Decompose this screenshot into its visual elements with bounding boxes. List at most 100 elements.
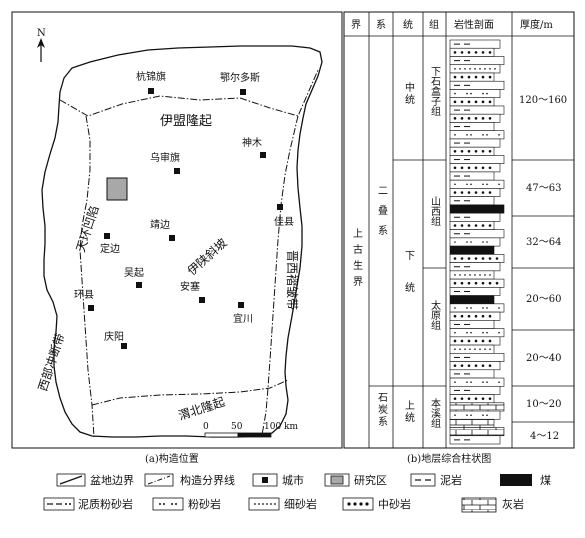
litho-mark [474,348,476,350]
svg-text:研究区: 研究区 [354,473,387,487]
litho-mark [453,339,457,343]
col-xi-shitan: 石炭系 [376,392,388,428]
litho-mark [467,314,471,318]
litho-mark [486,307,488,309]
litho-mark [488,339,492,343]
litho-layer [449,237,501,247]
litho-layer [449,221,495,230]
litho-mark [470,241,472,243]
city-label-wushenqi: 乌审旗 [150,151,180,164]
litho-mark [470,134,472,136]
legend-study-area: 研究区 [324,473,387,487]
city-label-eerduosi: 鄂尔多斯 [220,71,260,84]
litho-mark [474,364,478,367]
scale-tick-50: 50 [231,422,243,432]
litho-mark [467,166,471,170]
litho-mark [474,68,476,70]
litho-mark [466,92,468,95]
litho-mark [453,314,457,318]
litho-mark [453,257,457,260]
litho-mark [454,381,456,383]
litho-mark [460,191,464,194]
city-marker-jiaxian [277,204,283,210]
city-marker-eerduosi [240,89,246,95]
svg-text:泥质粉砂岩: 泥质粉砂岩 [78,497,133,511]
litho-mark [453,281,457,285]
city-marker-shenmu [260,152,266,158]
litho-mark [474,257,478,260]
litho-mark [488,257,492,260]
litho-mark [474,224,478,227]
litho-mark [467,281,471,285]
litho-mark [469,68,471,70]
litho-mark [466,134,468,136]
litho-mark [481,397,485,400]
litho-layer [449,410,501,420]
city-marker-wuqi [136,282,142,288]
litho-mark [474,166,478,170]
litho-mark [484,274,486,276]
litho-mark [470,331,472,334]
litho-mark [467,339,471,343]
litho-mark [494,68,496,70]
city-label-dingbian: 定边 [100,242,120,255]
litho-mark [486,92,488,95]
litho-mark [460,75,464,79]
header-xi: 系 [376,19,386,31]
svg-text:细砂岩: 细砂岩 [284,497,317,511]
litho-layer [449,295,495,305]
litho-mark [484,348,486,350]
city-marker-hangjinqi [148,88,154,94]
litho-layer [449,344,495,354]
legend-mudstone: 泥岩 [410,473,462,487]
region-xibu: 西部冲断带 [35,331,68,393]
litho-mark [474,51,478,54]
litho-mark [481,257,485,260]
thickness-1: 120～160 [519,95,567,106]
litho-mark [467,191,471,194]
litho-mark [459,348,461,350]
litho-mark [486,183,488,186]
litho-mark [498,331,500,334]
col-zu-benxi: 本溪组 [429,397,441,428]
litho-mark [460,51,464,54]
litho-mark [482,414,484,416]
litho-mark [469,274,471,276]
litho-layer [449,245,495,255]
litho-mark [469,348,471,350]
litho-mark [479,348,481,350]
city-label-huanxian: 环县 [74,289,94,301]
scale-tick-100: 100 km [264,422,298,432]
legend-fine-sandstone: 细砂岩 [248,497,317,511]
city-markers [88,88,283,349]
litho-mark [466,183,468,186]
litho-mark [488,397,492,400]
litho-mark [454,92,456,95]
litho-mark [454,331,456,334]
city-label-shenmu: 神木 [242,136,262,149]
litho-mark [460,166,464,170]
litho-mark [454,348,456,350]
litho-mark [466,381,468,383]
litho-mark [488,117,492,120]
litho-mark [489,348,491,350]
litho-mark [460,339,464,343]
litho-mark [460,397,464,400]
litho-mark [460,314,464,318]
litho-mark [454,68,456,70]
litho-mark [481,75,485,79]
legend-coal: 煤 [500,474,551,487]
litho-mark [484,68,486,70]
litho-mark [474,314,478,318]
city-marker-ansai [199,297,205,303]
litho-mark [488,75,492,79]
header-zu: 组 [429,18,439,31]
city-label-jingbian: 靖边 [150,218,170,231]
litho-mark [489,274,491,276]
svg-text:盆地边界: 盆地边界 [90,473,134,487]
litho-mark [470,307,472,309]
north-label: N [37,28,46,39]
litho-mark [460,100,464,104]
litho-mark [460,224,464,227]
litho-mark [486,134,488,136]
